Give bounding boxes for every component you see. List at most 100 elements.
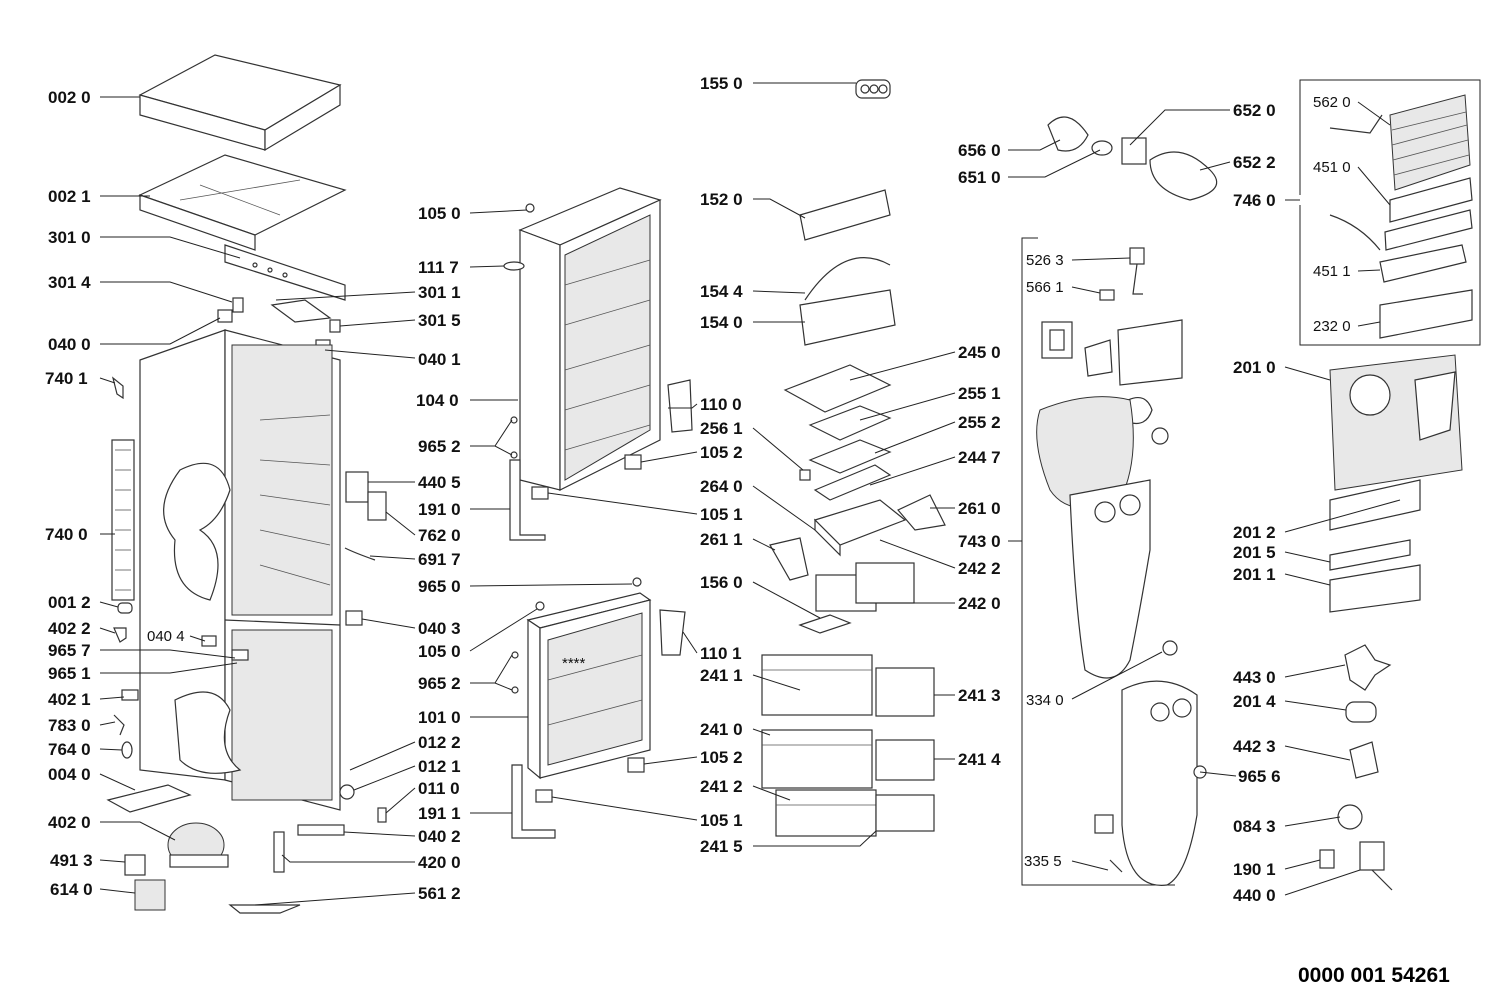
part-label: 002 0 — [48, 88, 91, 107]
part-label: 241 0 — [700, 720, 743, 739]
part-label: 264 0 — [700, 477, 743, 496]
part-label: 241 1 — [700, 666, 743, 685]
part-label: 241 4 — [958, 750, 1001, 769]
crisper-drawer-parts — [798, 562, 915, 634]
lamp-parts — [1047, 116, 1218, 201]
part-label: 191 0 — [418, 500, 461, 519]
door-seal-bracket-parts — [228, 471, 387, 914]
part-label: 614 0 — [50, 880, 93, 899]
part-label: 104 0 — [416, 391, 459, 410]
part-label: 740 1 — [45, 369, 88, 388]
part-label: 105 2 — [700, 443, 743, 462]
part-label: 242 2 — [958, 559, 1001, 578]
evaporator-parts — [1329, 94, 1473, 339]
condenser-coil-part — [111, 439, 135, 601]
lower-door-part: **** — [526, 592, 652, 780]
document-number: 0000 001 54261 — [1298, 964, 1450, 987]
fan-housing-parts — [1329, 354, 1463, 613]
part-label: 040 4 — [147, 628, 185, 645]
part-label: 244 7 — [958, 448, 1001, 467]
part-label: 402 2 — [48, 619, 91, 638]
lower-door-accessories — [511, 577, 686, 839]
top-cover-part — [138, 54, 342, 152]
part-label: 040 1 — [418, 350, 461, 369]
part-labels: 002 0 002 1 301 0 301 4 301 1 301 5 040 … — [45, 74, 1351, 905]
part-label: 105 0 — [418, 642, 461, 661]
part-label: 691 7 — [418, 550, 461, 569]
part-label: 965 2 — [418, 674, 461, 693]
part-label: 651 0 — [958, 168, 1001, 187]
part-label: 040 0 — [48, 335, 91, 354]
part-label: 152 0 — [700, 190, 743, 209]
compressor-part — [124, 822, 229, 911]
crisper-cover-parts — [769, 469, 946, 581]
part-label: 011 0 — [418, 779, 460, 798]
part-label: 451 0 — [1313, 159, 1351, 176]
upper-door-part — [518, 187, 662, 491]
part-label: 155 0 — [700, 74, 743, 93]
part-label: 110 1 — [700, 644, 742, 663]
part-label: 566 1 — [1026, 279, 1064, 296]
part-label: 012 2 — [418, 733, 461, 752]
part-label: 561 2 — [418, 884, 461, 903]
svg-text:****: **** — [562, 655, 586, 672]
part-label: 965 6 — [1238, 767, 1281, 786]
part-label: 110 0 — [700, 395, 742, 414]
part-label: 255 1 — [958, 384, 1001, 403]
part-label: 764 0 — [48, 740, 91, 759]
part-label: 012 1 — [418, 757, 461, 776]
part-label: 562 0 — [1313, 94, 1351, 111]
part-label: 301 0 — [48, 228, 91, 247]
air-duct-frame — [1021, 237, 1175, 886]
part-label: 743 0 — [958, 532, 1001, 551]
part-label: 335 5 — [1024, 853, 1062, 870]
part-label: 241 3 — [958, 686, 1001, 705]
evaporator-frame — [1299, 79, 1481, 346]
part-label: 301 4 — [48, 273, 91, 292]
part-label: 783 0 — [48, 716, 91, 735]
part-label: 190 1 — [1233, 860, 1276, 879]
part-label: 105 1 — [700, 811, 743, 830]
part-label: 241 5 — [700, 837, 743, 856]
part-label: 154 0 — [700, 313, 743, 332]
part-label: 261 1 — [700, 530, 743, 549]
part-label: 526 3 — [1026, 252, 1064, 269]
part-label: 001 2 — [48, 593, 91, 612]
part-label: 242 0 — [958, 594, 1001, 613]
part-label: 440 5 — [418, 473, 461, 492]
part-label: 443 0 — [1233, 668, 1276, 687]
part-label: 652 2 — [1233, 153, 1276, 172]
part-label: 241 2 — [700, 777, 743, 796]
freezer-basket-parts — [761, 654, 935, 837]
egg-tray-part — [855, 79, 891, 99]
cabinet-body — [139, 329, 341, 811]
part-label: 105 0 — [418, 204, 461, 223]
part-label: 201 1 — [1233, 565, 1276, 584]
part-label: 652 0 — [1233, 101, 1276, 120]
door-shelf-parts — [799, 189, 896, 346]
part-label: 245 0 — [958, 343, 1001, 362]
part-label: 256 1 — [700, 419, 743, 438]
part-label: 261 0 — [958, 499, 1001, 518]
part-label: 442 3 — [1233, 737, 1276, 756]
part-label: 420 0 — [418, 853, 461, 872]
part-label: 965 2 — [418, 437, 461, 456]
part-label: 334 0 — [1026, 692, 1064, 709]
part-label: 004 0 — [48, 765, 91, 784]
small-parts-left — [106, 602, 249, 813]
part-label: 201 0 — [1233, 358, 1276, 377]
leader-lines — [99, 82, 1401, 906]
part-label: 040 2 — [418, 827, 461, 846]
thermostat-parts — [1041, 247, 1183, 445]
part-label: 491 3 — [50, 851, 93, 870]
part-label: 965 0 — [418, 577, 461, 596]
part-label: 201 4 — [1233, 692, 1276, 711]
part-label: 156 0 — [700, 573, 743, 592]
part-label: 105 1 — [700, 505, 743, 524]
top-frame-part — [138, 154, 347, 251]
part-label: 105 2 — [700, 748, 743, 767]
part-label: 201 2 — [1233, 523, 1276, 542]
part-label: 111 7 — [418, 258, 459, 277]
